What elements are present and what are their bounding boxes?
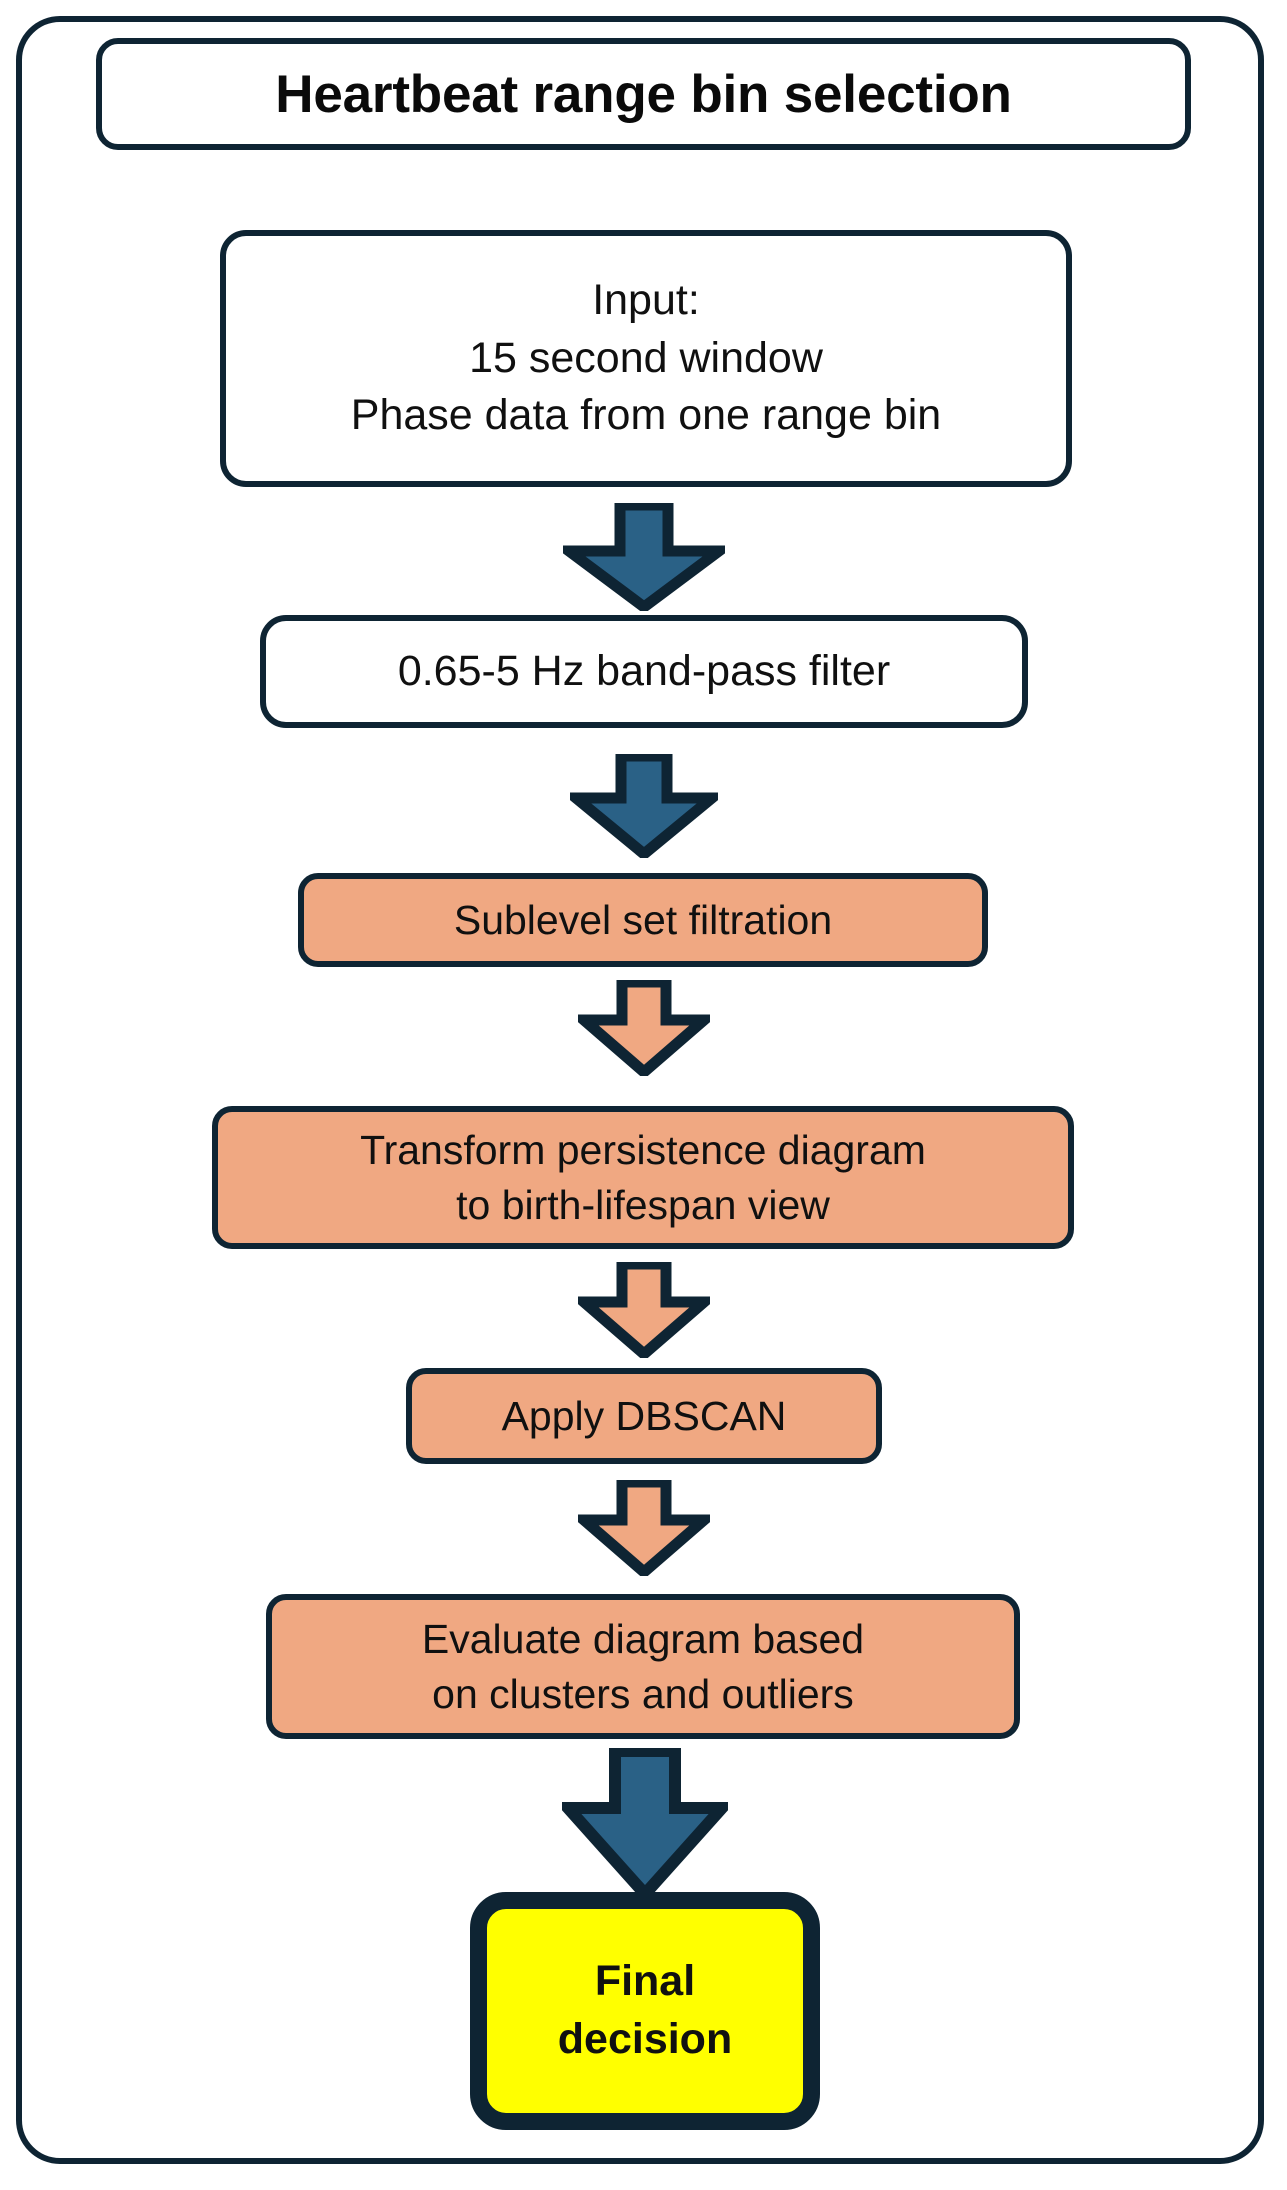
node-input-line-1: Input: (592, 276, 700, 325)
down-arrow-icon (562, 1748, 728, 1898)
arrow-transform-to-dbscan (578, 1262, 710, 1358)
node-final-line-2: decision (557, 2015, 733, 2063)
arrow-dbscan-to-evaluate (578, 1480, 710, 1576)
node-input-line-3: Phase data from one range bin (350, 391, 942, 440)
node-transform-line-2: to birth-lifespan view (456, 1181, 830, 1228)
page-title: Heartbeat range bin selection (275, 64, 1012, 124)
node-transform-text: Transform persistence diagram to birth-l… (346, 1123, 940, 1233)
node-input-text: Input: 15 second window Phase data from … (337, 272, 955, 445)
down-arrow-icon (570, 754, 718, 858)
node-input: Input: 15 second window Phase data from … (220, 230, 1072, 487)
arrow-sublevel-to-transform (578, 980, 710, 1076)
node-sublevel-set-filtration: Sublevel set filtration (298, 873, 988, 967)
down-arrow-icon (578, 1480, 710, 1576)
node-dbscan-text: Apply DBSCAN (501, 1392, 787, 1439)
node-evaluate-line-1: Evaluate diagram based (421, 1615, 865, 1662)
node-transform-line-1: Transform persistence diagram (360, 1126, 926, 1173)
down-arrow-icon (578, 980, 710, 1076)
node-transform-persistence-diagram: Transform persistence diagram to birth-l… (212, 1106, 1074, 1249)
node-evaluate-line-2: on clusters and outliers (432, 1670, 854, 1717)
node-input-line-2: 15 second window (469, 333, 823, 382)
node-evaluate-diagram: Evaluate diagram based on clusters and o… (266, 1594, 1020, 1739)
node-bandpass-filter: 0.65-5 Hz band-pass filter (260, 615, 1028, 728)
diagram-title-box: Heartbeat range bin selection (96, 38, 1191, 150)
node-final-decision: Final decision (470, 1892, 820, 2130)
arrow-bandpass-to-sublevel (570, 754, 718, 858)
node-bandpass-text: 0.65-5 Hz band-pass filter (397, 646, 891, 695)
down-arrow-icon (578, 1262, 710, 1358)
arrow-input-to-bandpass (563, 503, 725, 611)
arrow-evaluate-to-final (562, 1748, 728, 1898)
node-apply-dbscan: Apply DBSCAN (406, 1368, 882, 1464)
node-evaluate-text: Evaluate diagram based on clusters and o… (408, 1612, 878, 1722)
node-final-line-1: Final (594, 1957, 696, 2006)
down-arrow-icon (563, 503, 725, 611)
node-final-text: Final decision (544, 1953, 746, 2068)
outer-container-frame (16, 16, 1264, 2164)
node-sublevel-text: Sublevel set filtration (453, 896, 833, 943)
